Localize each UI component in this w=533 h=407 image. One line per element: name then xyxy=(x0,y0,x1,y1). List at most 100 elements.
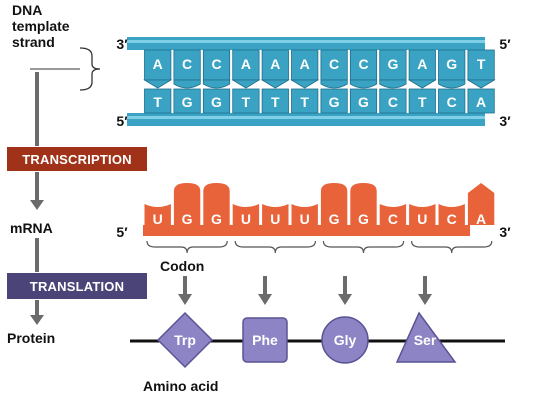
dna-top-base-tab xyxy=(260,79,290,89)
dna-top-base-letter: T xyxy=(477,56,486,72)
mrna-base-block xyxy=(291,204,318,225)
dna-bottom-base-letter: T xyxy=(271,94,280,110)
dna-bottom-base-letter: G xyxy=(182,94,193,110)
flow-arrowhead-protein xyxy=(30,315,44,325)
amino-acid-diamond-shape xyxy=(156,311,214,369)
codon-brace xyxy=(322,240,405,254)
dna-top-base-tab xyxy=(202,79,231,89)
dna-top-base-letter: C xyxy=(358,56,368,72)
codon-label: Codon xyxy=(160,258,205,274)
amino-acid-triangle-shape xyxy=(395,311,457,363)
dna-bottom-base-letter: C xyxy=(447,94,457,110)
mrna-base-block xyxy=(409,204,436,225)
dna-bottom-base-block xyxy=(320,88,348,114)
mrna-base-block xyxy=(438,204,465,225)
dna-top-base-block xyxy=(232,49,260,81)
dna-top-base-letter: A xyxy=(417,56,427,72)
dna-top-backbone-highlight xyxy=(127,40,485,43)
dna-top-base-letter: G xyxy=(446,56,457,72)
codon-to-amino-acid-arrowhead xyxy=(338,294,352,305)
codon-brace xyxy=(411,240,493,254)
dna-top-base-tab xyxy=(290,79,320,89)
dna-bottom-base-block xyxy=(408,88,436,114)
dna-bottom-base-block xyxy=(144,88,172,114)
mrna-base-letter: A xyxy=(476,211,486,227)
dna-top-base-letter: A xyxy=(153,56,163,72)
dna-bottom-base-block xyxy=(202,88,231,114)
dna-top-base-tab xyxy=(349,79,378,89)
dna-bottom-backbone xyxy=(127,113,485,126)
dna-top-base-block xyxy=(144,49,172,81)
dna-top-base-tab xyxy=(231,79,261,89)
codon-to-amino-acid-arrowhead xyxy=(178,294,192,305)
dna-top-backbone xyxy=(127,37,485,50)
dna-bottom-base-letter: G xyxy=(329,94,340,110)
dna-label-brace xyxy=(79,47,101,91)
dna-top-left-end-label: 3′ xyxy=(116,36,128,52)
dna-top-base-letter: A xyxy=(270,56,280,72)
mrna-base-block xyxy=(379,204,407,225)
dna-bottom-base-block xyxy=(291,88,319,114)
dna-top-base-tab xyxy=(173,79,201,89)
dna-bottom-base-letter: G xyxy=(211,94,222,110)
mrna-base-block xyxy=(203,183,230,225)
mrna-base-letter: G xyxy=(182,211,193,227)
dna-top-base-block xyxy=(202,49,231,81)
dna-bottom-base-letter: C xyxy=(388,94,398,110)
mrna-base-letter: G xyxy=(211,211,222,227)
dna-bottom-base-block xyxy=(173,88,201,114)
mrna-base-letter: G xyxy=(329,211,340,227)
dna-top-base-letter: C xyxy=(329,56,339,72)
dna-bottom-base-letter: T xyxy=(242,94,251,110)
translation-badge: TRANSLATION xyxy=(7,273,147,299)
dna-top-base-block xyxy=(438,49,466,81)
mrna-base-block xyxy=(320,183,348,225)
dna-top-base-tab xyxy=(407,79,437,89)
dna-top-base-tab xyxy=(143,79,173,89)
mrna-base-block xyxy=(144,204,171,225)
dna-bottom-base-letter: G xyxy=(358,94,369,110)
mrna-base-block xyxy=(467,183,495,225)
flow-arrowhead-mrna xyxy=(30,200,44,210)
amino-acid-circle-shape xyxy=(321,316,369,364)
mrna-base-letter: C xyxy=(388,211,398,227)
mrna-base-letter: C xyxy=(447,211,457,227)
mrna-base-letter: U xyxy=(300,211,310,227)
dna-bottom-backbone-highlight xyxy=(127,116,485,119)
dna-top-base-tab xyxy=(320,79,348,89)
dna-top-base-block xyxy=(467,49,495,81)
dna-top-base-letter: C xyxy=(211,56,221,72)
mrna-base-block xyxy=(350,183,377,225)
dna-bottom-left-end-label: 5′ xyxy=(116,113,128,129)
dna-bottom-base-block xyxy=(438,88,466,114)
mrna-base-block xyxy=(262,204,289,225)
dna-bottom-base-block xyxy=(349,88,378,114)
dna-bottom-base-letter: A xyxy=(476,94,486,110)
dna-top-base-block xyxy=(291,49,319,81)
mrna-right-end-label: 3′ xyxy=(499,224,511,240)
dna-top-base-letter: G xyxy=(387,56,398,72)
codon-to-amino-acid-arrowhead xyxy=(418,294,432,305)
dna-top-base-block xyxy=(261,49,289,81)
dna-top-base-tab xyxy=(466,79,496,89)
dna-bottom-right-end-label: 3′ xyxy=(499,113,511,129)
dna-label-line1: DNA xyxy=(12,2,43,18)
dna-top-base-block xyxy=(408,49,436,81)
dna-top-base-tab xyxy=(438,79,466,89)
dna-top-base-tab xyxy=(379,79,407,89)
dna-bottom-base-block xyxy=(261,88,289,114)
codon-to-amino-acid-arrowhead xyxy=(258,294,272,305)
codon-brace xyxy=(234,240,316,254)
transcription-badge: TRANSCRIPTION xyxy=(7,147,147,171)
amino-acid-name: Phe xyxy=(252,332,278,348)
dna-top-base-letter: C xyxy=(182,56,192,72)
amino-acid-name: Trp xyxy=(174,332,196,348)
dna-top-base-block xyxy=(379,49,407,81)
mrna-base-letter: G xyxy=(358,211,369,227)
mrna-base-block xyxy=(173,183,201,225)
mrna-label: mRNA xyxy=(10,220,53,236)
dna-bottom-base-letter: T xyxy=(300,94,309,110)
dna-template-strand-label: DNA template strand xyxy=(12,2,70,50)
mrna-base-letter: U xyxy=(241,211,251,227)
